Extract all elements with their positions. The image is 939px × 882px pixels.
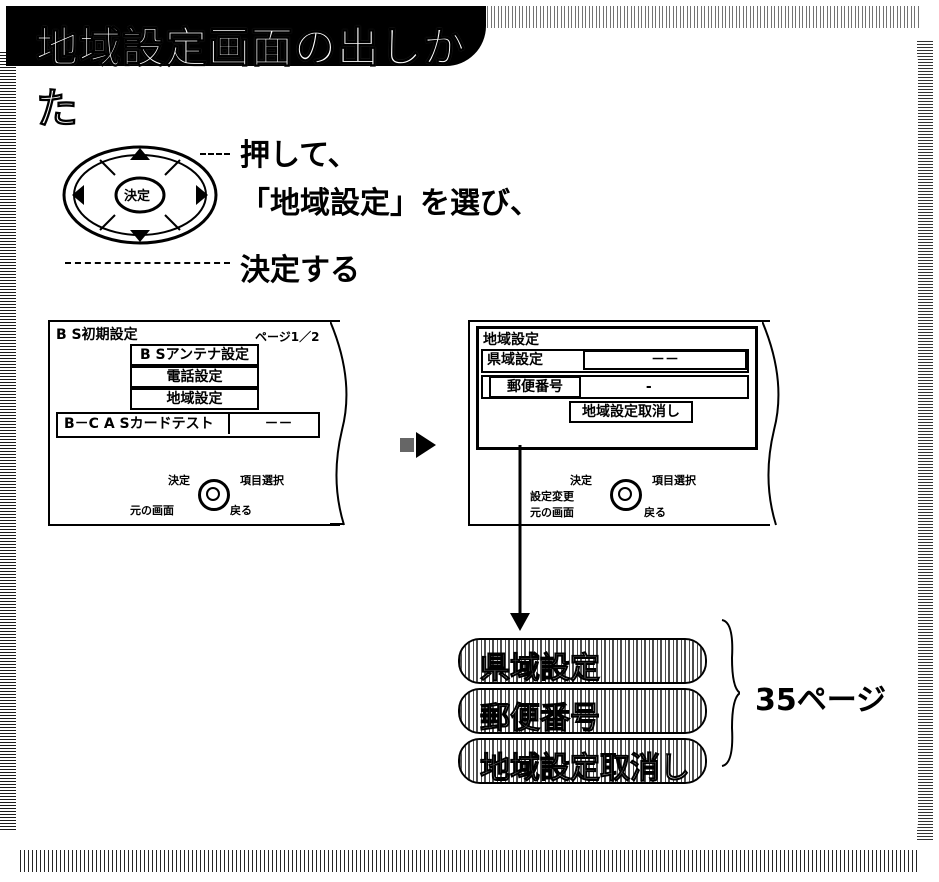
instruction-step1: 押して、	[240, 138, 358, 173]
next-arrow-icon	[400, 432, 436, 458]
menu-item-antenna[interactable]: B Sアンテナ設定	[130, 344, 259, 366]
screen-left-curve	[330, 320, 348, 526]
pill-pattern	[460, 740, 705, 782]
option-pref[interactable]: 県域設定	[458, 638, 707, 684]
option-postal[interactable]: 郵便番号	[458, 688, 707, 734]
screen-right-curve	[762, 320, 780, 526]
wheel-icon-r	[610, 479, 642, 511]
pill-pattern	[460, 690, 705, 732]
postal-row[interactable]: 郵便番号 -	[481, 375, 749, 399]
cas-value: －－	[264, 416, 293, 432]
legend-decide: 決定	[168, 474, 190, 487]
menu-item-phone[interactable]: 電話設定	[130, 366, 259, 388]
postal-label: 郵便番号	[489, 376, 581, 398]
pref-value: －－	[583, 350, 747, 370]
cas-test-row: B－C A Sカードテスト －－	[56, 412, 320, 438]
hatch-right	[917, 40, 933, 840]
region-title: 地域設定	[483, 332, 539, 348]
page-indicator: ページ1／2	[255, 330, 320, 344]
decide-button-label: 決定	[124, 189, 151, 204]
cas-label: B－C A Sカードテスト	[58, 414, 230, 434]
option-cancel[interactable]: 地域設定取消し	[458, 738, 707, 784]
leader-line-1	[200, 153, 230, 155]
menu-item-region[interactable]: 地域設定	[130, 388, 259, 410]
page-reference: 35ページ	[755, 683, 887, 718]
brace-icon	[721, 619, 740, 767]
legend-select-r: 項目選択	[652, 474, 696, 487]
option-cancel-label: 地域設定取消し	[480, 751, 691, 784]
option-pref-label: 県域設定	[480, 651, 601, 684]
instruction-step2: 「地域設定」を選び、	[240, 186, 540, 221]
legend-return: 戻る	[230, 504, 252, 517]
hatch-left	[0, 50, 16, 830]
title-tab: 地域設定画面の出しかた	[6, 6, 486, 134]
legend-select: 項目選択	[240, 474, 284, 487]
leader-line-2	[65, 262, 230, 264]
legend-decide-r: 決定	[570, 474, 592, 487]
page-title: 地域設定画面の出しかた	[35, 23, 467, 134]
pref-label: 県域設定	[487, 352, 543, 368]
hatch-bottom	[20, 850, 920, 872]
legend-change-r: 設定変更	[530, 490, 574, 503]
region-dialog: 地域設定 県域設定 －－ 郵便番号 - 地域設定取消し	[476, 326, 758, 450]
hatch-top	[470, 6, 920, 28]
down-arrow-icon	[510, 445, 530, 631]
screen-title: B S初期設定	[56, 327, 138, 343]
option-postal-label: 郵便番号	[480, 701, 601, 734]
pill-pattern	[460, 640, 705, 682]
instruction-step3: 決定する	[240, 253, 360, 288]
legend-back-screen: 元の画面	[130, 504, 174, 517]
region-setup-screen: 地域設定 県域設定 －－ 郵便番号 - 地域設定取消し 決定 項目選択 設定変更…	[468, 320, 770, 526]
legend-back-screen-r: 元の画面	[530, 506, 574, 519]
bs-setup-screen: B S初期設定 ページ1／2 B Sアンテナ設定 電話設定 地域設定 B－C A…	[48, 320, 340, 526]
postal-value: -	[645, 379, 652, 395]
wheel-icon	[198, 479, 230, 511]
pref-row[interactable]: 県域設定 －－	[481, 349, 749, 373]
legend-return-r: 戻る	[644, 506, 666, 519]
remote-dpad-icon	[62, 145, 218, 245]
region-cancel-button[interactable]: 地域設定取消し	[569, 401, 693, 423]
